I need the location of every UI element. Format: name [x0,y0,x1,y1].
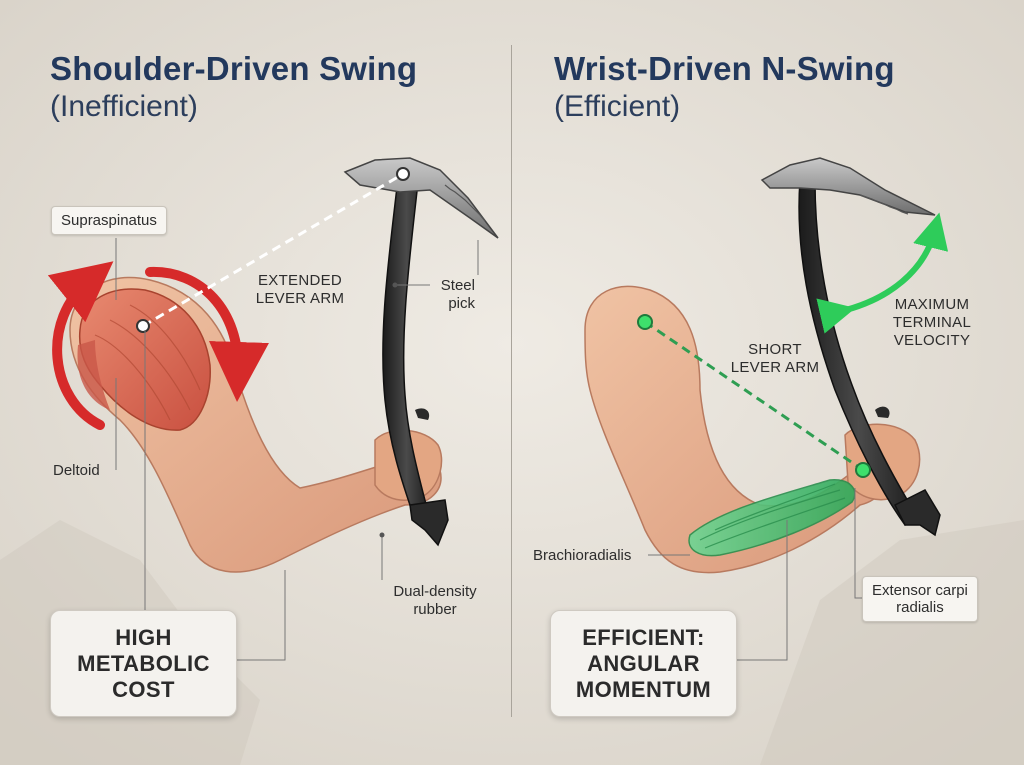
right-shoulder-point [637,314,653,330]
left-ice-axe [343,157,499,547]
short-lever-arm-line2: LEVER ARM [730,359,820,376]
callout-left-line1: HIGH [115,624,172,650]
rear-deltoid [77,340,110,410]
right-subtitle: (Efficient) [554,90,681,123]
right-title: Wrist-Driven N-Swing [554,50,895,87]
left-axe-spike [409,499,449,547]
forearm-fibers [699,483,846,549]
left-axe-guard [415,408,430,420]
steel-pick-line1: Steel [440,277,475,294]
steel-pick-label: Steel pick [420,277,475,313]
deltoid-label: Deltoid [53,462,100,479]
efficient-angular-momentum-callout: EFFICIENT: ANGULAR MOMENTUM [550,610,737,717]
brachioradialis-label: Brachioradialis [533,547,632,564]
right-pick-teeth [859,194,909,215]
velocity-arrow [816,212,949,334]
rubber-line1: Dual-density [393,583,477,600]
panel-divider [511,45,512,717]
right-axe-guard [875,406,890,418]
shoulder-pivot-point [136,319,150,333]
leader-arm [236,570,286,661]
dual-density-rubber-label: Dual-density rubber [380,583,490,619]
wrist-pivot-point [855,462,871,478]
rotation-arrow-left [47,261,114,430]
extended-lever-arm-label: EXTENDED LEVER ARM [250,272,350,308]
callout-left-line2: METABOLIC [77,650,210,676]
velocity-line1: MAXIMUM [894,296,970,313]
steel-pick-line2: pick [448,295,475,312]
steel-pick-dot [392,282,398,288]
left-title: Shoulder-Driven Swing [50,50,418,87]
callout-left-line3: COST [112,676,175,702]
pick-tip-point [396,167,410,181]
right-ice-axe [760,157,941,537]
extended-lever-arm-line [142,172,404,328]
extended-lever-arm-line2: LEVER ARM [255,290,345,307]
left-pick-teeth [444,184,486,222]
extensor-carpi-radialis-label: Extensor carpi radialis [862,576,978,622]
velocity-line2: TERMINAL [892,314,972,331]
extensor-line1: Extensor carpi [872,582,968,599]
maximum-terminal-velocity-label: MAXIMUM TERMINAL VELOCITY [882,296,982,350]
extensor-line2: radialis [896,599,944,616]
callout-right-line1: EFFICIENT: [582,624,705,650]
leader-callout-right [735,520,788,661]
callout-right-line2: ANGULAR [587,650,700,676]
extended-lever-arm-line1: EXTENDED [257,272,343,289]
rubber-line2: rubber [413,601,457,618]
high-metabolic-cost-callout: HIGH METABOLIC COST [50,610,237,717]
short-lever-arm-line1: SHORT [748,341,802,358]
velocity-line3: VELOCITY [893,332,971,349]
short-lever-arm-label: SHORT LEVER ARM [725,341,825,377]
left-subtitle: (Inefficient) [50,90,198,123]
callout-right-line3: MOMENTUM [575,676,712,702]
muscle-fibers [94,304,201,421]
supraspinatus-label: Supraspinatus [51,206,167,235]
right-axe-spike [893,489,941,537]
rubber-dot [379,532,385,538]
rotation-arrow-right [145,266,269,402]
forearm-muscle-group [688,479,856,557]
left-axe-pick [343,157,499,239]
